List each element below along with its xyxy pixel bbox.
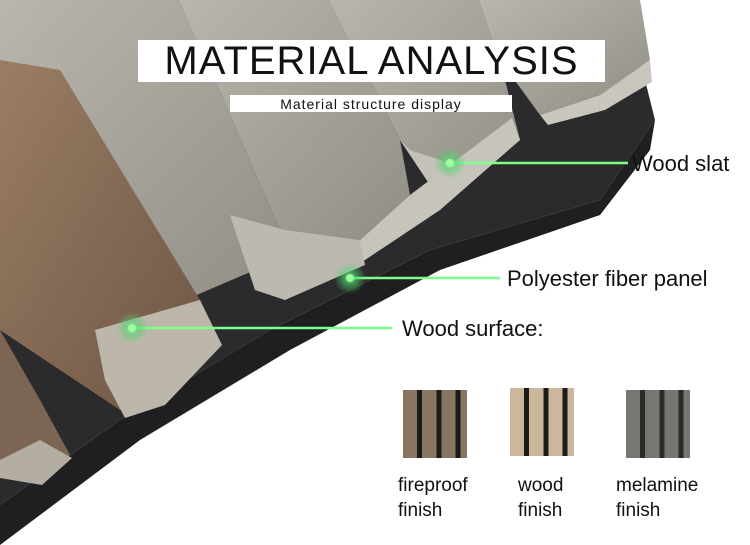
finish-caption-wood: wood finish bbox=[518, 473, 563, 523]
subtitle-banner: Material structure display bbox=[230, 95, 512, 112]
callout-wood-surface: Wood surface: bbox=[402, 316, 544, 341]
callout-wood-slat: Wood slat bbox=[632, 151, 730, 176]
finish-caption-line2: finish bbox=[398, 500, 443, 521]
slat-brown-low bbox=[0, 330, 70, 480]
slat-grey-far-end bbox=[540, 60, 652, 125]
finish-caption-line1: wood bbox=[518, 475, 564, 496]
finish-caption-line2: finish bbox=[518, 500, 563, 521]
marker-dot-wood-surface-core bbox=[128, 324, 136, 332]
swatch-melamine bbox=[626, 390, 690, 458]
finish-caption-line1: melamine bbox=[616, 475, 699, 496]
marker-dot-polyester-core bbox=[346, 274, 354, 282]
finish-caption-melamine: melamine finish bbox=[616, 473, 698, 523]
swatch-fireproof bbox=[403, 390, 467, 458]
title-banner: MATERIAL ANALYSIS bbox=[138, 38, 605, 83]
slat-brown-low-end bbox=[0, 440, 72, 485]
finish-caption-line1: fireproof bbox=[398, 475, 468, 496]
page-title: MATERIAL ANALYSIS bbox=[164, 38, 579, 83]
finish-caption-line2: finish bbox=[616, 500, 661, 521]
page-subtitle: Material structure display bbox=[280, 95, 462, 112]
finish-caption-fireproof: fireproof finish bbox=[398, 473, 468, 523]
callout-polyester: Polyester fiber panel bbox=[507, 266, 708, 291]
swatch-wood bbox=[510, 388, 574, 456]
slat-grey-front-end bbox=[230, 215, 365, 300]
marker-dot-wood-slat-core bbox=[446, 159, 454, 167]
